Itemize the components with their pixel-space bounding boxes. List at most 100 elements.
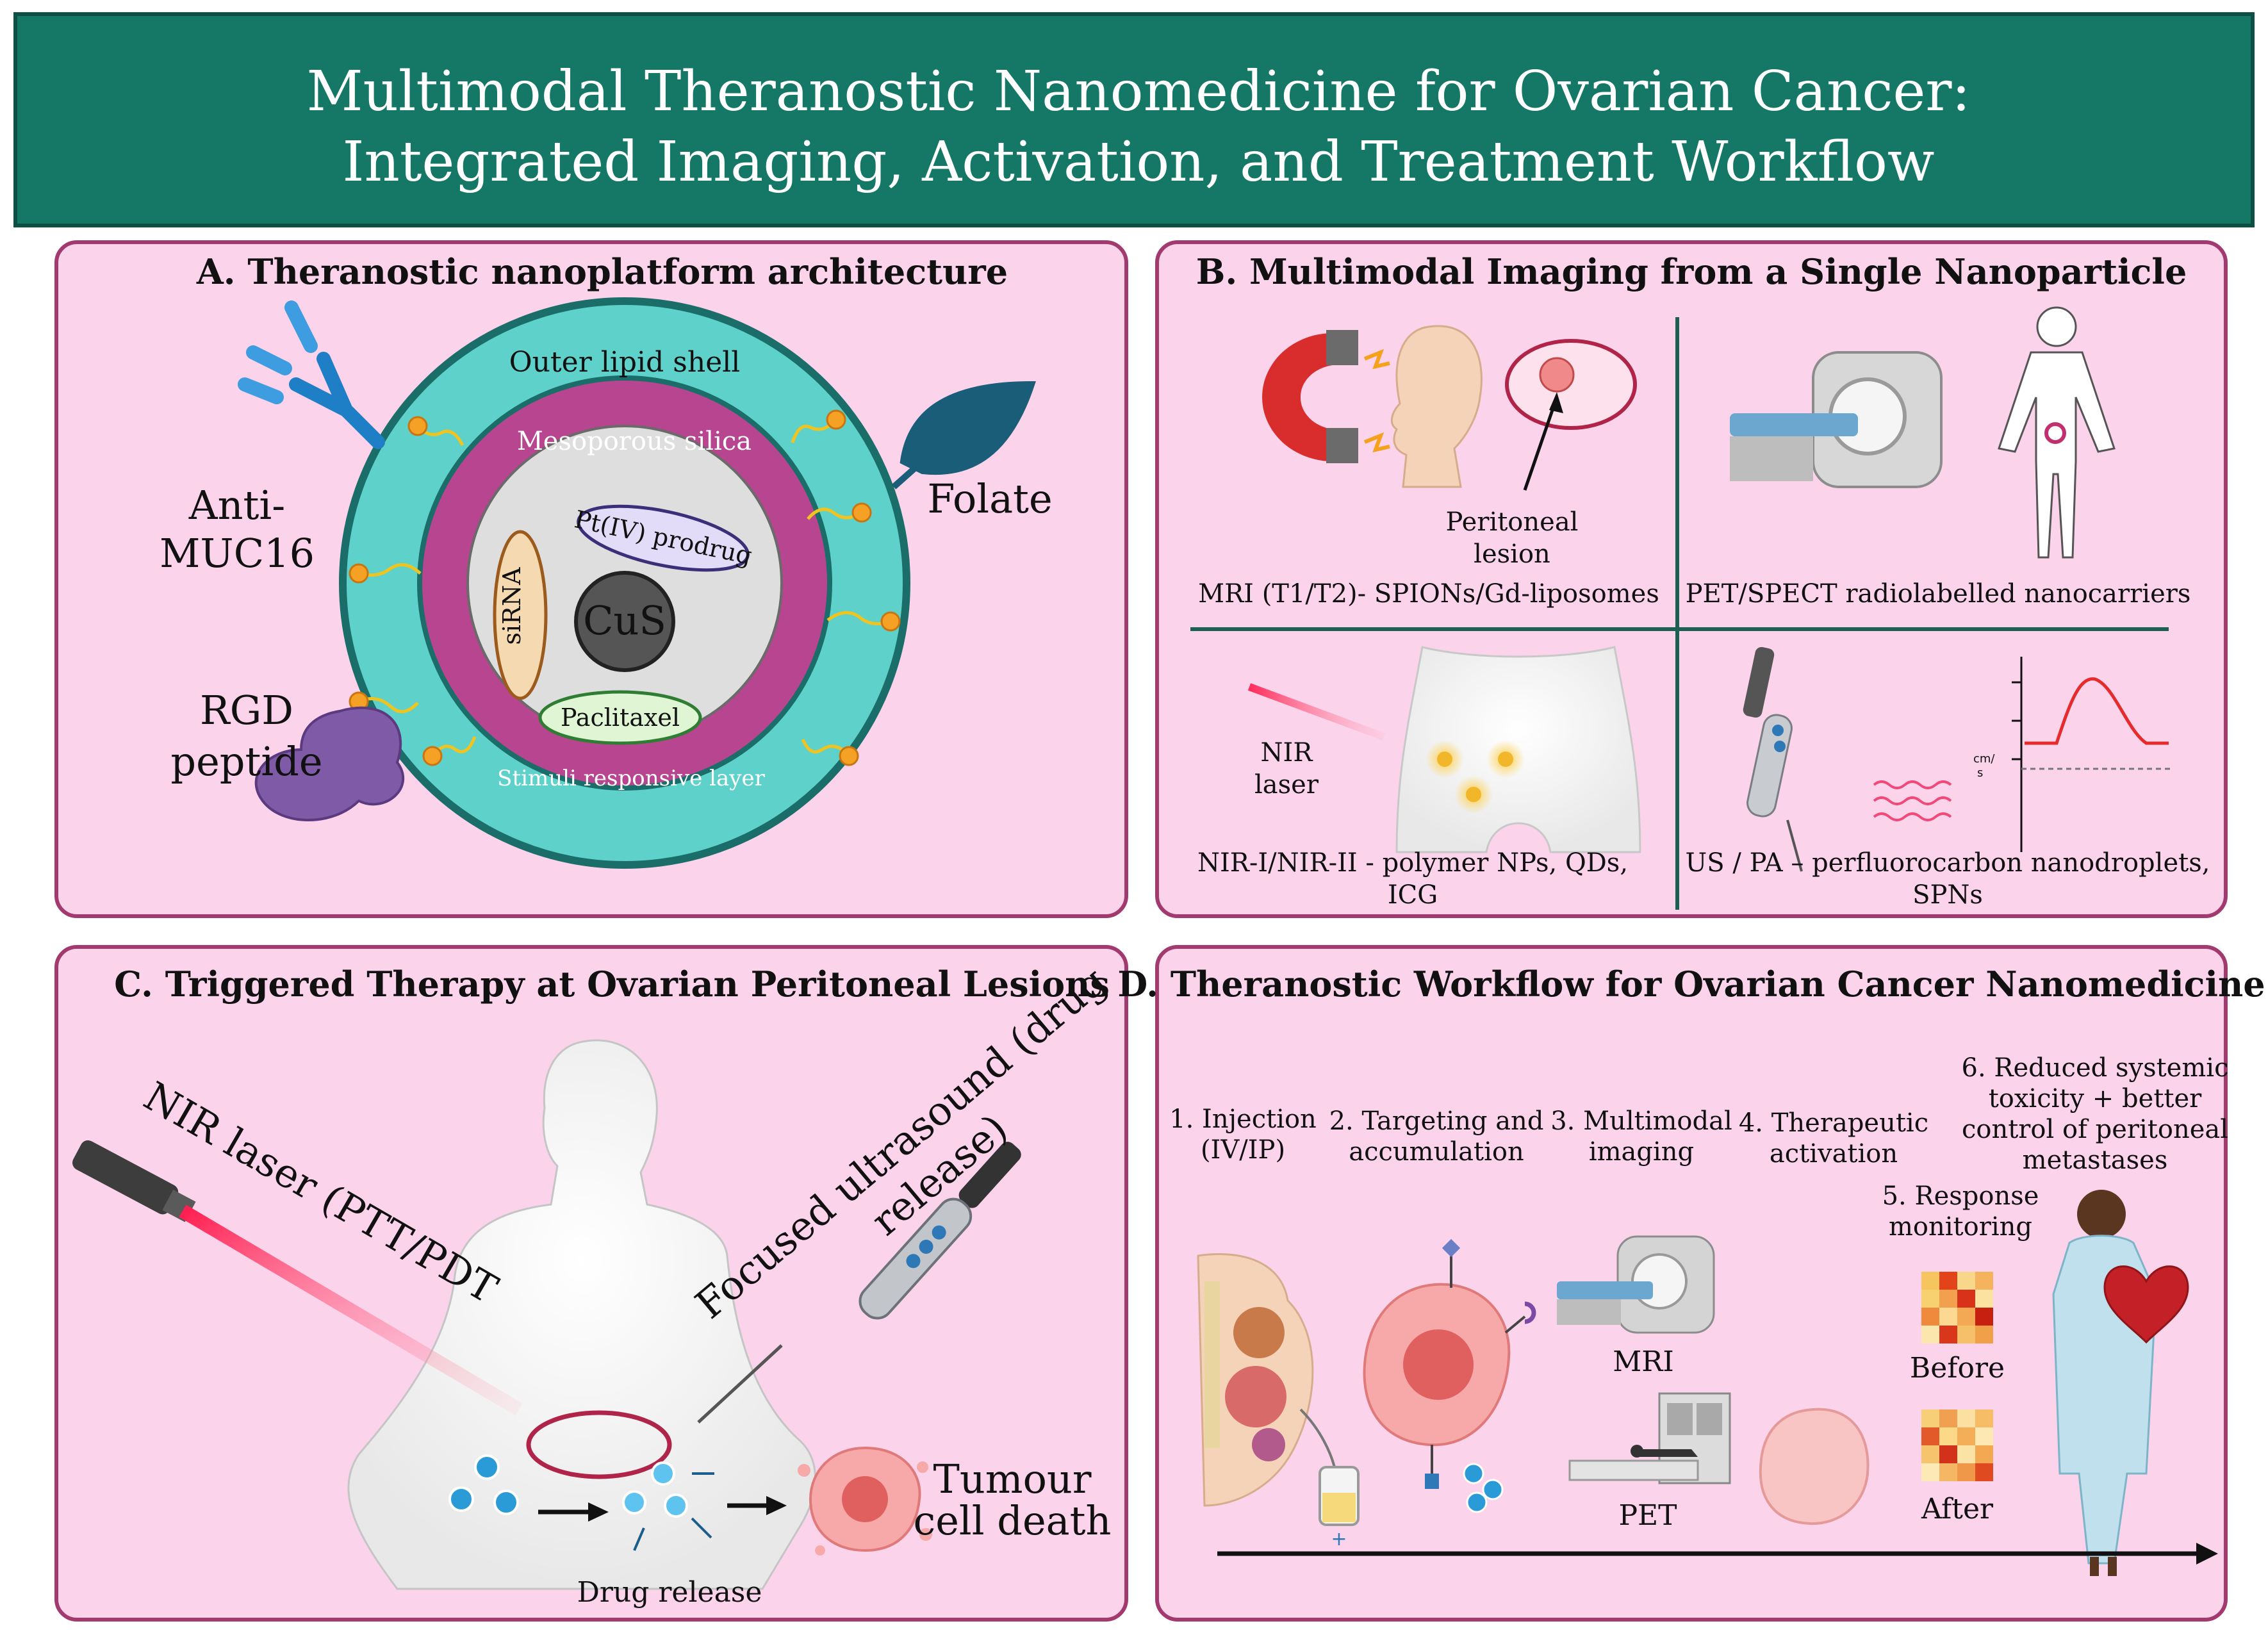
heatmap-cell bbox=[1975, 1272, 1993, 1290]
nanoparticles-before bbox=[448, 1454, 519, 1515]
step6-label-line1: 6. Reduced systemic bbox=[1962, 1053, 2229, 1083]
patient-head-icon bbox=[1390, 325, 1483, 488]
peritoneal-lesion-label-line2: lesion bbox=[1474, 539, 1550, 569]
heatmap-cell bbox=[1939, 1427, 1957, 1445]
heatmap-cell bbox=[1939, 1272, 1957, 1290]
title-banner bbox=[13, 12, 2255, 227]
cus-core bbox=[574, 571, 675, 672]
nanoparticle-cluster bbox=[1463, 1463, 1504, 1513]
heatmap-cell bbox=[1957, 1272, 1975, 1290]
pet-label: PET bbox=[1618, 1499, 1677, 1532]
before-label: Before bbox=[1910, 1352, 2005, 1384]
tumour-death-label-line1: Tumour bbox=[933, 1456, 1092, 1502]
pelvic-hotspot-icon bbox=[2044, 422, 2066, 444]
panel-a: A. Theranostic nanoplatform architecture… bbox=[54, 240, 1128, 918]
heatmap-cell bbox=[1921, 1326, 1939, 1343]
heatmap-cell bbox=[1975, 1326, 1993, 1343]
heatmap-cell bbox=[1957, 1463, 1975, 1481]
antibody-icon bbox=[238, 300, 385, 449]
panel-c: C. Triggered Therapy at Ovarian Peritone… bbox=[54, 945, 1128, 1622]
anti-muc16-label-line1: Anti- bbox=[188, 482, 285, 529]
heatmap-cell bbox=[1957, 1445, 1975, 1463]
heatmap-cell bbox=[1975, 1290, 1993, 1308]
step3-label-line2: imaging bbox=[1589, 1137, 1694, 1167]
heatmap-cell bbox=[1939, 1308, 1957, 1326]
sirna-capsule bbox=[493, 530, 548, 700]
iv-bag-icon bbox=[1319, 1466, 1360, 1526]
step5-label-line1: 5. Response bbox=[1882, 1181, 2039, 1211]
outer-shell-label: Outer lipid shell bbox=[509, 346, 741, 379]
lesion-pointer-arrow bbox=[1523, 397, 1559, 491]
patient-silhouette bbox=[347, 1039, 816, 1590]
heatmap-cell bbox=[1957, 1427, 1975, 1445]
ultrasound-probe-icon bbox=[1743, 646, 1803, 872]
nir-laser-beam bbox=[1247, 683, 1386, 741]
drug-release-burst bbox=[622, 1461, 714, 1551]
rgd-label-line1: RGD bbox=[200, 687, 293, 734]
heatmap-cell bbox=[1975, 1308, 1993, 1326]
heatmap-cell bbox=[1939, 1445, 1957, 1463]
folate-label: Folate bbox=[927, 475, 1052, 522]
heatmap-cell bbox=[1921, 1308, 1939, 1326]
step4-label-line2: activation bbox=[1770, 1139, 1898, 1169]
heatmap-cell bbox=[1921, 1427, 1939, 1445]
after-label: After bbox=[1921, 1493, 1994, 1525]
step6-label-line2: toxicity + better bbox=[1989, 1084, 2202, 1113]
paclitaxel-label: Paclitaxel bbox=[561, 703, 680, 732]
heatmap-cell bbox=[1975, 1445, 1993, 1463]
mri-scanner-icon bbox=[1557, 1235, 1715, 1334]
nir-laser-beam-therapy bbox=[179, 1204, 523, 1416]
mri-label: MRI bbox=[1613, 1345, 1674, 1378]
pt-prodrug-capsule bbox=[577, 504, 750, 572]
silica-label: Mesoporous silica bbox=[517, 427, 752, 456]
heatmap-cell bbox=[1921, 1463, 1939, 1481]
tumour-death-label-line2: cell death bbox=[914, 1497, 1112, 1544]
heatmap-cell bbox=[1921, 1290, 1939, 1308]
target-region-ellipse bbox=[526, 1410, 672, 1479]
heatmap-cell bbox=[1921, 1445, 1939, 1463]
step1-label-line1: 1. Injection bbox=[1169, 1105, 1317, 1134]
us-pa-modality-label-line1: US / PA – perfluorocarbon nanodroplets, bbox=[1686, 848, 2210, 878]
step3-label-line1: 3. Multimodal bbox=[1550, 1106, 1732, 1136]
peritoneal-lesion-label-line1: Peritoneal bbox=[1446, 507, 1579, 537]
stimuli-layer-label: Stimuli responsive layer bbox=[497, 766, 765, 791]
heatmap-cell bbox=[1975, 1409, 1993, 1427]
pet-scanner-bed-icon bbox=[1568, 1392, 1731, 1484]
nir-laser-label-line2: laser bbox=[1254, 770, 1319, 800]
magnet-icon bbox=[1262, 330, 1390, 463]
panel-d-title: D. Theranostic Workflow for Ovarian Canc… bbox=[1117, 964, 2265, 1005]
pet-modality-label: PET/SPECT radiolabelled nanocarriers bbox=[1686, 579, 2191, 609]
iv-plus-sign: + bbox=[1331, 1528, 1347, 1550]
nir-laser-label-line1: NIR bbox=[1261, 738, 1314, 768]
nir-modality-label-line1: NIR-I/NIR-II - polymer NPs, QDs, bbox=[1197, 848, 1628, 878]
heatmap-before bbox=[1921, 1272, 1993, 1343]
heatmap-cell bbox=[1921, 1272, 1939, 1290]
heatmap-cell bbox=[1957, 1409, 1975, 1427]
mri-modality-label: MRI (T1/T2)- SPIONs/Gd-liposomes bbox=[1198, 579, 1659, 609]
heatmap-cell bbox=[1939, 1326, 1957, 1343]
figure-title-line2: Integrated Imaging, Activation, and Trea… bbox=[343, 130, 1935, 194]
tumour-cell-icon bbox=[798, 1446, 932, 1556]
doppler-waveform-graph bbox=[2012, 657, 2172, 852]
heart-icon bbox=[2103, 1265, 2189, 1344]
panel-b-title: B. Multimodal Imaging from a Single Nano… bbox=[1196, 251, 2187, 292]
peritoneal-lesion-icon bbox=[1539, 357, 1575, 393]
figure-title-line1: Multimodal Theranostic Nanomedicine for … bbox=[306, 60, 1970, 124]
sound-waves-icon bbox=[1873, 780, 1952, 821]
folate-icon bbox=[891, 381, 1036, 489]
heatmap-cell bbox=[1957, 1308, 1975, 1326]
lesion-arrow-head bbox=[1549, 392, 1563, 413]
step6-label-line3: control of peritoneal bbox=[1962, 1115, 2228, 1144]
ultrasound-focus-line bbox=[697, 1344, 783, 1424]
step2-label-line2: accumulation bbox=[1349, 1137, 1524, 1167]
nir-modality-label-line2: ICG bbox=[1388, 880, 1438, 910]
drug-release-label: Drug release bbox=[577, 1576, 762, 1609]
pet-scanner-icon bbox=[1730, 351, 1943, 488]
targeted-tumor-icon bbox=[1363, 1238, 1536, 1489]
sirna-label: siRNA bbox=[498, 567, 526, 645]
step4-label-line1: 4. Therapeutic bbox=[1739, 1108, 1928, 1138]
panel-a-title: A. Theranostic nanoplatform architecture bbox=[196, 251, 1008, 292]
heatmap-cell bbox=[1957, 1290, 1975, 1308]
body-outline-icon bbox=[1998, 306, 2116, 559]
